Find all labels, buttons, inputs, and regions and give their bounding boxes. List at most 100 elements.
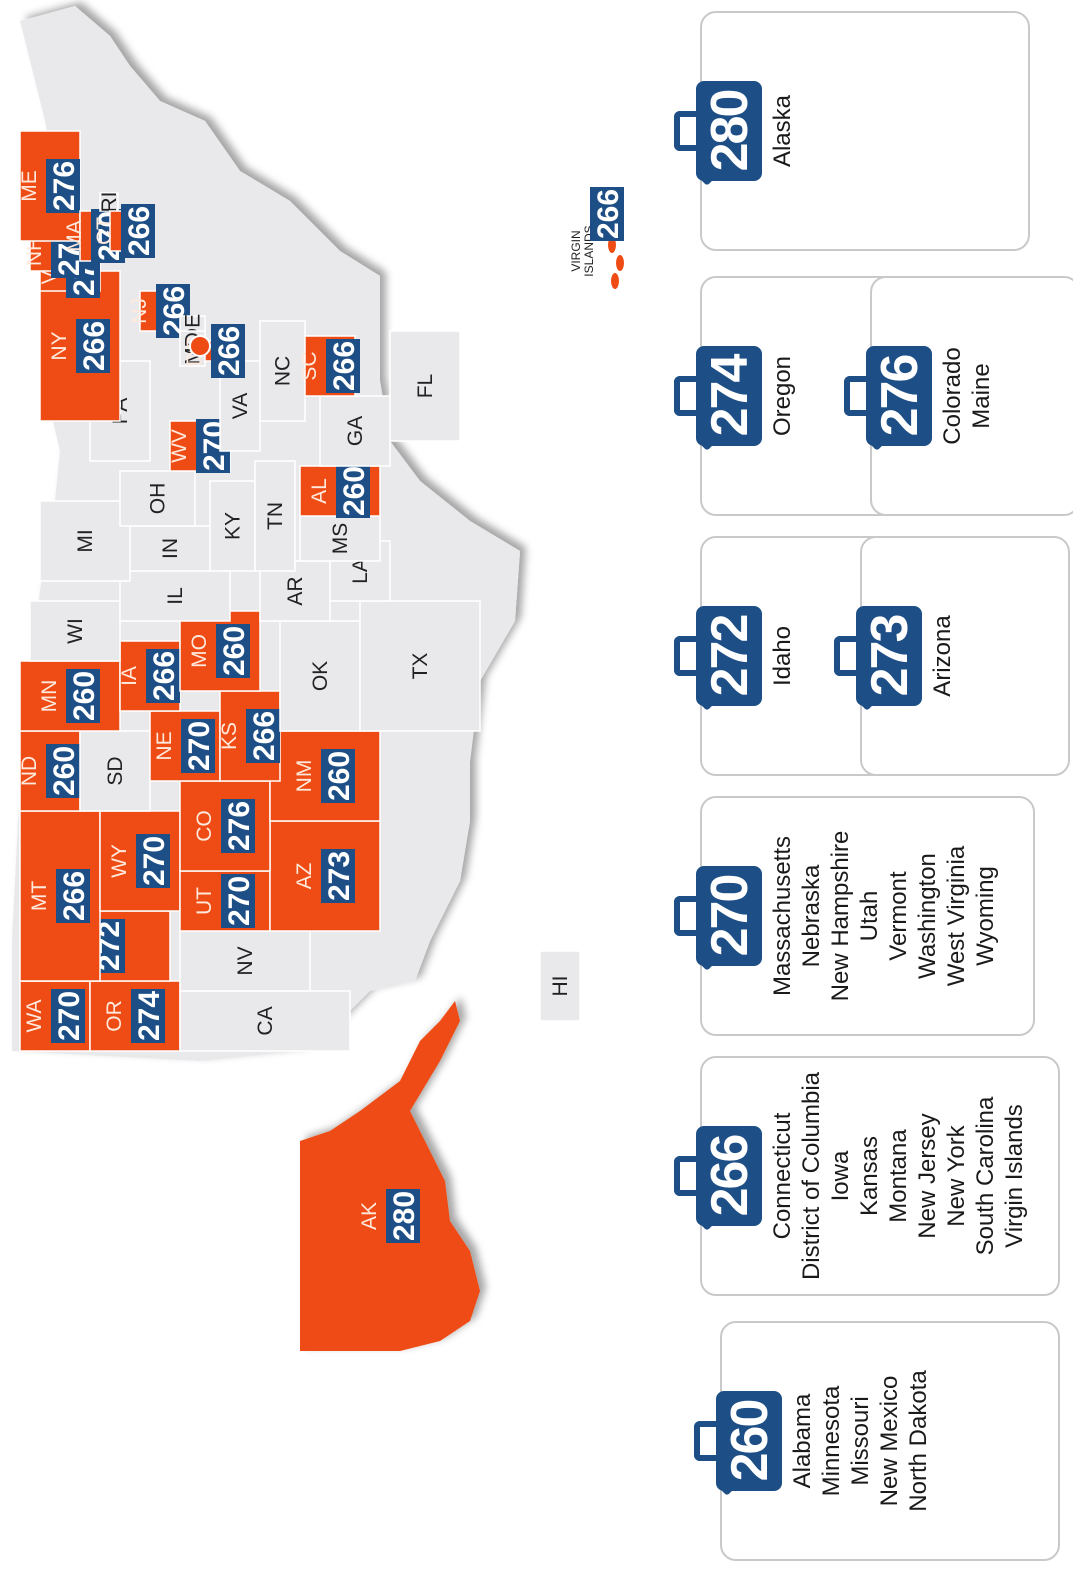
state-label-CT: CT — [93, 217, 116, 245]
state-label-ME: ME — [18, 170, 41, 202]
briefcase-handle — [674, 896, 696, 937]
state-label-OH: OH — [147, 483, 170, 515]
legend-state-list: Idaho — [768, 626, 797, 686]
briefcase-handle — [844, 376, 866, 417]
legend-state-name: Washington — [914, 853, 941, 979]
score-badge-DC — [211, 324, 245, 378]
state-label-AZ: AZ — [293, 862, 316, 889]
state-AZ: AZ 273 — [269, 820, 381, 932]
score-badge-OR — [131, 989, 165, 1043]
state-label-RI: RI — [98, 192, 121, 213]
score-badge-text-AL: 260 — [338, 466, 371, 516]
legend-state-name: Alaska — [769, 94, 796, 168]
state-label-AL: AL — [308, 478, 331, 504]
score-badge-text-VI: 266 — [592, 189, 625, 239]
legend-state-name: New Hampshire — [827, 830, 854, 1002]
score-badge-text-CO: 276 — [223, 801, 256, 851]
score-badge-text-UT: 270 — [223, 876, 256, 926]
score-badge-CO — [221, 799, 255, 853]
legend-state-name: Idaho — [769, 625, 796, 687]
briefcase-handle — [674, 636, 696, 677]
score-badge-text-NE: 270 — [183, 721, 216, 771]
us-map: WA270OR274CANVID272MT266WY270UT270AZ273C… — [12, 6, 625, 1351]
state-label-UT: UT — [193, 887, 216, 915]
state-AR: AR — [259, 560, 331, 622]
state-label-KY: KY — [222, 512, 245, 540]
score-badge-text-MO: 260 — [218, 626, 251, 676]
score-badge-text-AK: 280 — [388, 1191, 421, 1241]
state-FL-shape — [389, 330, 461, 442]
legend-state-name: New York — [943, 1125, 970, 1227]
state-TN: TN — [254, 460, 296, 572]
score-badge-NY — [76, 319, 110, 373]
state-label-NE: NE — [153, 731, 176, 760]
state-label-TX: TX — [409, 653, 432, 680]
briefcase-handle — [694, 1421, 716, 1462]
state-HI-shape — [539, 950, 581, 1022]
score-badge-text-CT: 266 — [123, 206, 156, 256]
legend-state-name: New Jersey — [914, 1113, 941, 1239]
state-MS: MS — [299, 515, 381, 562]
score-badge-text-AZ: 273 — [323, 851, 356, 901]
capitol-star-icon — [189, 335, 211, 357]
state-label-NC: NC — [272, 356, 295, 386]
legend-state-list: Arizona — [928, 615, 957, 696]
legend-state-name: North Dakota — [905, 1370, 932, 1512]
state-label-MS: MS — [329, 523, 352, 555]
legend-state-name: Maine — [968, 363, 995, 429]
state-MI: MI — [39, 500, 131, 582]
state-HI: HI — [539, 950, 581, 1022]
state-label-AR: AR — [284, 576, 307, 605]
legend-state-name: Utah — [856, 890, 883, 942]
briefcase-icon: 276 — [844, 345, 932, 452]
legend-state-name: New Mexico — [876, 1375, 903, 1507]
legend-state-name: Minnesota — [818, 1385, 845, 1497]
legend-state-name: Nebraska — [798, 864, 825, 968]
score-badge-text-NY: 266 — [78, 321, 111, 371]
briefcase-icon: 260 — [694, 1390, 782, 1497]
score-badge-text-SC: 266 — [328, 341, 361, 391]
state-label-OK: OK — [309, 661, 332, 691]
state-label-CO: CO — [193, 810, 216, 842]
state-AK-shape — [300, 1001, 480, 1351]
legend-state-name: West Virginia — [943, 845, 970, 987]
state-FL: FL — [389, 330, 461, 442]
score-badge-WY — [136, 834, 170, 888]
legend-state-name: Arizona — [929, 615, 956, 697]
legend-state-name: Missouri — [847, 1396, 874, 1486]
briefcase-icon: 270 — [674, 865, 762, 972]
legend-state-name: Alabama — [789, 1393, 816, 1489]
score-badge-MT — [56, 869, 90, 923]
state-label-AK: AK — [358, 1202, 381, 1230]
score-badge-text-OR: 274 — [133, 991, 166, 1041]
state-label-MN: MN — [38, 680, 61, 713]
state-label-NM: NM — [293, 760, 316, 793]
briefcase-handle — [674, 1156, 696, 1197]
score-badge-ME — [46, 159, 80, 213]
state-label-KS: KS — [218, 722, 241, 750]
state-label-WI: WI — [64, 618, 87, 644]
state-TX: TX — [359, 600, 481, 732]
state-WI: WI — [29, 600, 121, 662]
legend-state-name: Virgin Islands — [1001, 1104, 1028, 1248]
state-label-WY: WY — [108, 844, 131, 878]
state-label-NH: NH — [23, 236, 46, 266]
state-label-MO: MO — [188, 634, 211, 668]
legend-state-name: South Carolina — [972, 1096, 999, 1256]
state-label-SD: SD — [104, 756, 127, 785]
state-NV: NV — [179, 930, 311, 992]
score-badge-AK — [386, 1189, 420, 1243]
